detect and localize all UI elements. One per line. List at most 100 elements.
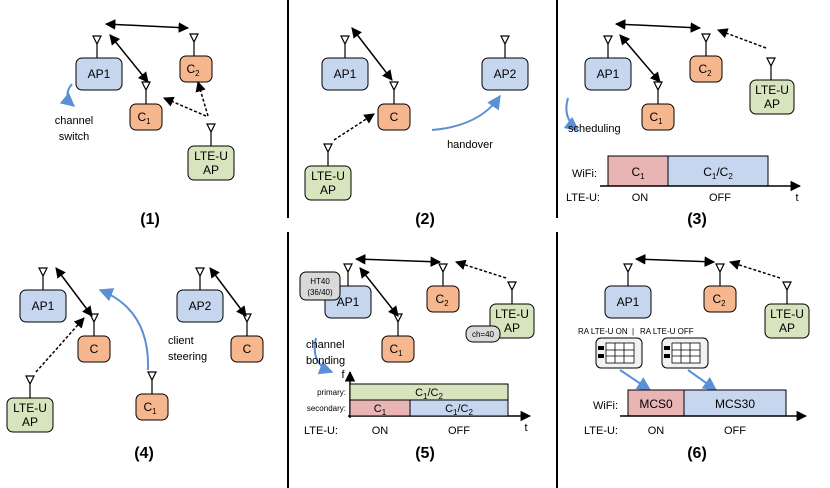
lte-u-ap-node [187, 145, 235, 181]
slot-primary-label: C1/C2 [415, 387, 443, 401]
c1-node [381, 335, 415, 363]
off-label: OFF [448, 425, 470, 437]
link-arrow [619, 34, 661, 83]
lte-u-label: LTE-U [755, 83, 789, 97]
panel-3: AP1 C2 C1 LTE-U AP scheduling WiFi: C1 C… [563, 19, 802, 228]
link-arrow [109, 34, 149, 83]
ht40-channels: (36/40) [307, 288, 333, 297]
c2-node [426, 285, 460, 313]
lteu-label: LTE-U: [304, 425, 338, 437]
antenna-icon [147, 371, 157, 395]
c2-label: C2 [698, 62, 712, 78]
c1-label: C1 [143, 400, 157, 416]
slot-c1-label: C1 [631, 165, 645, 181]
interference-arrow [454, 259, 507, 279]
antenna-icon [653, 81, 663, 105]
slot-c1c2 [667, 155, 769, 187]
lte-u-label: LTE-U [770, 307, 804, 321]
interference-arrow [728, 259, 781, 279]
link-arrow [614, 19, 702, 33]
ap2-label: AP2 [494, 67, 517, 81]
interference-arrow [333, 113, 375, 141]
slot-mcs30 [683, 389, 787, 417]
t-axis-label: t [795, 192, 798, 204]
lte-u-label: LTE-U [13, 401, 47, 415]
secondary-label: secondary: [307, 404, 346, 413]
interference-arrow [717, 28, 767, 49]
panel-note: channel [55, 115, 94, 127]
ap1-label: AP1 [337, 295, 360, 309]
c2-node [689, 55, 723, 83]
antenna-icon [89, 313, 99, 337]
ap2-node [481, 57, 529, 91]
link-arrow [209, 267, 247, 317]
panel-4: AP1 C AP2 C C1 LTE-U AP client steering … [6, 267, 264, 462]
slot-c1c2 [409, 399, 509, 417]
c2-label: C2 [712, 292, 726, 308]
lte-u-label: LTE-U [311, 169, 345, 183]
link-arrow [634, 254, 716, 267]
client-steering-arrow [98, 288, 150, 371]
on-label: ON [648, 425, 665, 437]
lte-ap-label: AP [764, 97, 780, 111]
c1-node [641, 103, 675, 131]
antenna-icon [195, 267, 205, 291]
lteu-label: LTE-U: [584, 425, 618, 437]
lte-u-label: LTE-U [495, 307, 529, 321]
c-node [77, 335, 111, 363]
ht40-label: HT40 [310, 277, 330, 286]
ch40-label: ch=40 [472, 330, 495, 339]
lte-ap-label: AP [203, 163, 219, 177]
link-arrow [351, 27, 393, 81]
lte-u-ap-node [749, 79, 795, 115]
panel-note: scheduling [568, 123, 621, 135]
c1-label: C1 [649, 110, 663, 126]
lte-ap-label: AP [779, 321, 795, 335]
antenna-icon [500, 35, 510, 59]
t-axis-label: t [524, 422, 527, 434]
ch40-tag [465, 325, 501, 343]
slot-c1c2-label: C1/C2 [445, 403, 473, 417]
handover-arrow [431, 94, 501, 131]
c-node [230, 335, 264, 363]
antenna-icon [623, 263, 633, 287]
antenna-icon [323, 143, 333, 167]
panel-5: AP1 HT40 (36/40) C2 C1 LTE-U AP ch=40 ch… [299, 254, 535, 462]
panel-label: (2) [415, 211, 435, 228]
scheduling-arrow [563, 97, 580, 131]
rate-table-icon [661, 337, 709, 369]
antenna-icon [701, 33, 711, 57]
ap1-label: AP1 [617, 295, 640, 309]
antenna-icon [782, 281, 792, 305]
c1-node [135, 393, 169, 421]
c2-node [703, 285, 737, 313]
panel-6: AP1 C2 LTE-U AP RA LTE-U ON | RA LTE-U O… [578, 254, 810, 462]
ra-lteu-off-label: RA LTE-U OFF [640, 327, 694, 336]
rate-table-icon [595, 337, 643, 369]
interference-arrow [35, 317, 85, 373]
antenna-icon [38, 267, 48, 291]
lte-u-ap-node [304, 165, 352, 201]
lte-ap-label: AP [504, 321, 520, 335]
ht40-tag [299, 271, 341, 301]
antenna-icon [389, 81, 399, 105]
antenna-icon [343, 263, 353, 287]
mcs0-label: MCS0 [639, 397, 673, 411]
panel-note: switch [59, 131, 90, 143]
link-arrow [55, 267, 93, 317]
c-node [377, 103, 411, 131]
slot-c1 [607, 155, 669, 187]
antenna-icon [766, 57, 776, 81]
panel-label: (5) [415, 445, 435, 462]
ra-lteu-on-label: RA LTE-U ON [578, 327, 628, 336]
antenna-icon [189, 33, 199, 57]
lte-ap-label: AP [320, 183, 336, 197]
antenna-icon [340, 35, 350, 59]
link-arrow [104, 19, 190, 33]
mcs30-label: MCS30 [715, 397, 755, 411]
ap1-label: AP1 [32, 299, 55, 313]
rate-arrow [687, 369, 718, 391]
antenna-icon [92, 35, 102, 59]
ap1-label: AP1 [597, 67, 620, 81]
wifi-label: WiFi: [593, 400, 618, 412]
